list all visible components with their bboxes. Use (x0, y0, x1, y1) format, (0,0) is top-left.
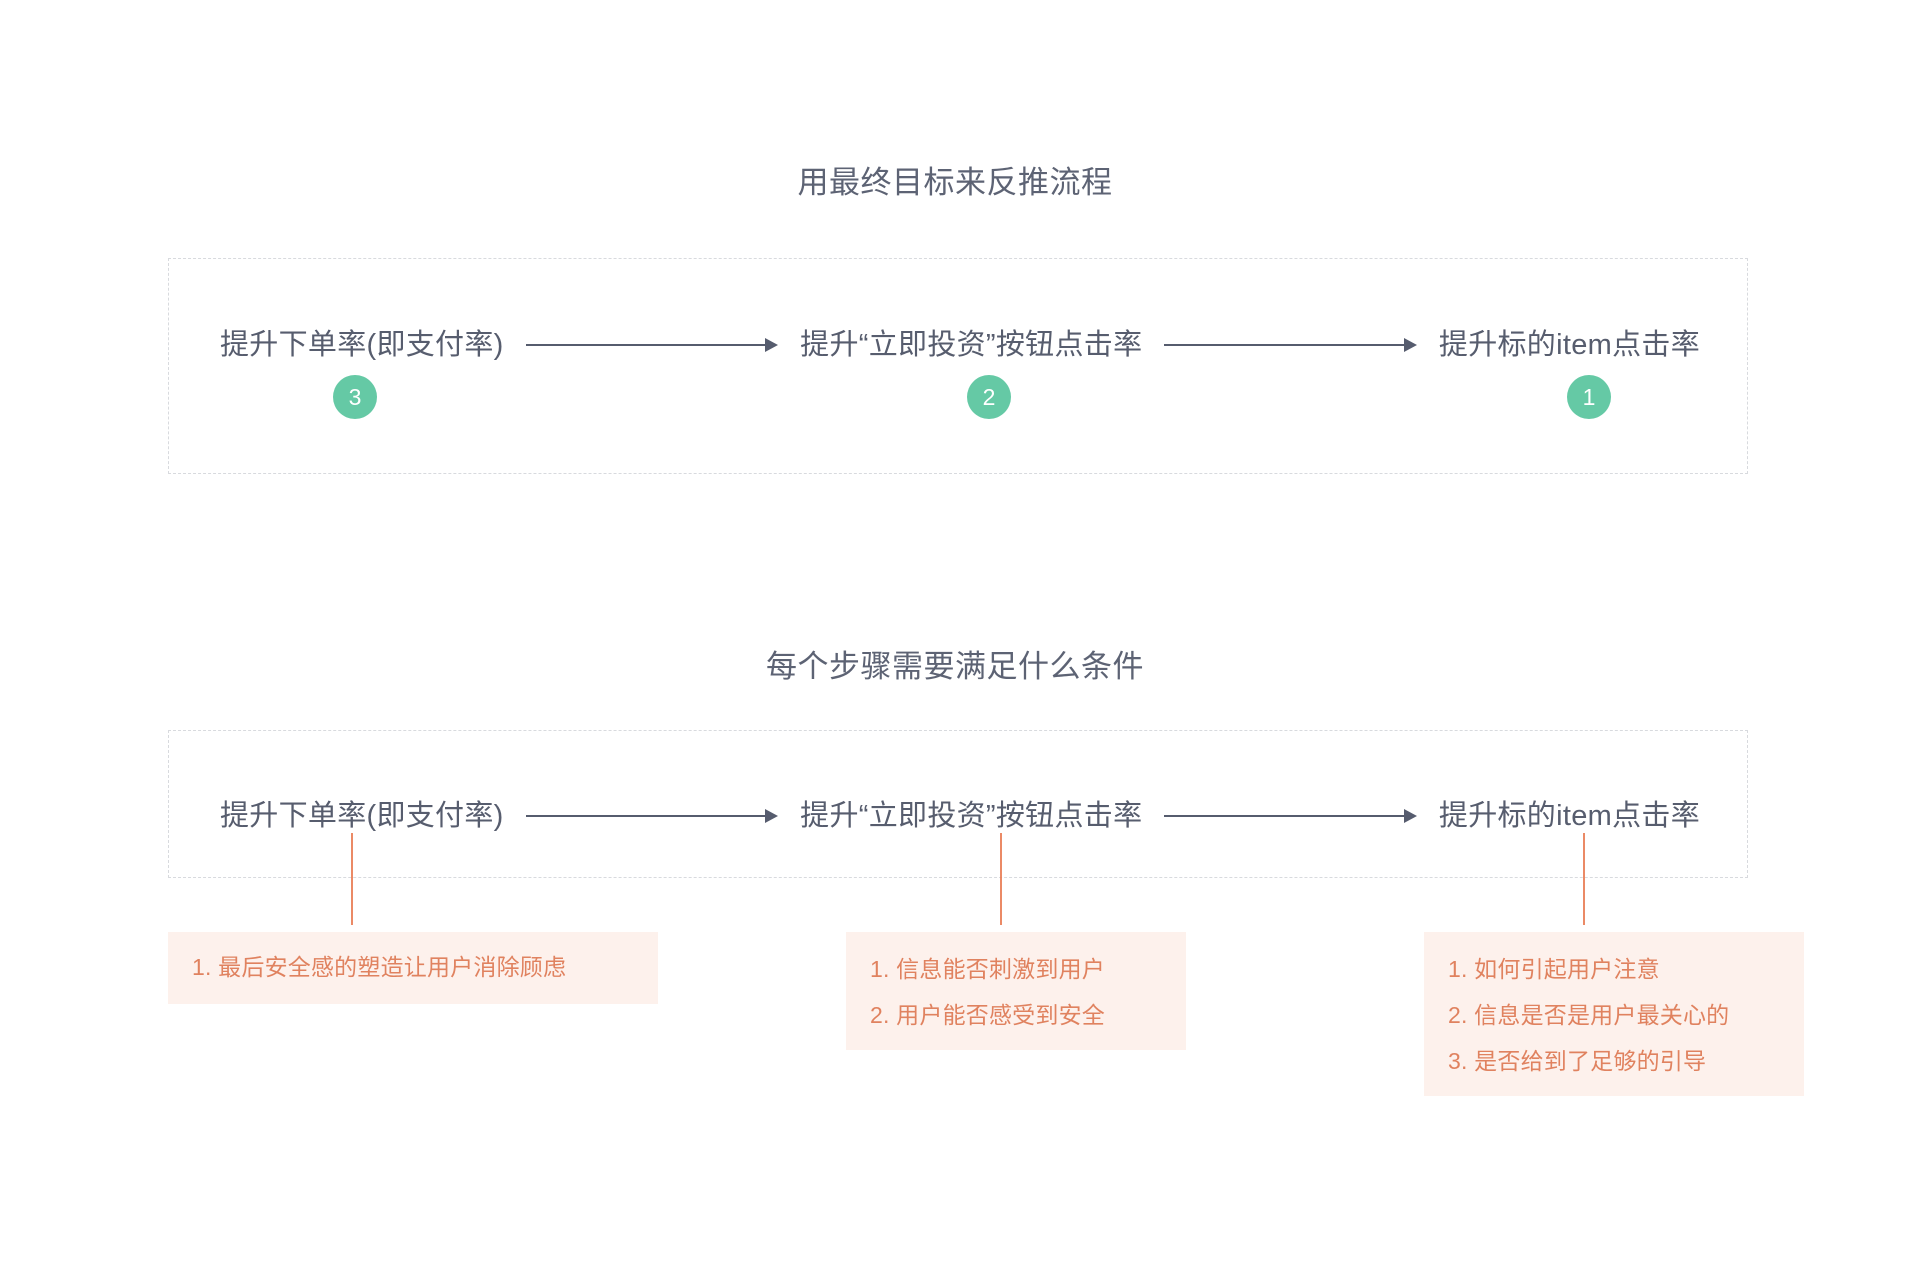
condition-node-label-1: 提升下单率(即支付率) (220, 799, 504, 832)
flow-node-label-3: 提升标的item点击率 (1438, 328, 1700, 361)
connector-line-2 (1000, 833, 1002, 925)
arrow-shaft (1164, 344, 1406, 346)
note-line: 1. 如何引起用户注意 (1448, 956, 1660, 982)
connector-line-3 (1583, 833, 1585, 925)
note-line: 2. 用户能否感受到安全 (870, 1002, 1105, 1028)
note-box-1: 1. 最后安全感的塑造让用户消除顾虑 (168, 932, 658, 1004)
connector-line-1 (351, 833, 353, 925)
arrow-head (765, 809, 779, 823)
flow-row-bottom: 提升下单率(即支付率) 提升“立即投资”按钮点击率 提升标的item点击率 (220, 796, 1700, 836)
note-line: 2. 信息是否是用户最关心的 (1448, 1002, 1730, 1028)
arrow-head (1403, 338, 1417, 352)
arrow-right-icon-3 (525, 809, 779, 823)
flow-row-top: 提升下单率(即支付率) 提升“立即投资”按钮点击率 提升标的item点击率 (220, 325, 1700, 365)
section-title-conditions: 每个步骤需要满足什么条件 (766, 649, 1144, 684)
note-box-2: 1. 信息能否刺激到用户 2. 用户能否感受到安全 (846, 932, 1186, 1050)
condition-node-label-3: 提升标的item点击率 (1438, 799, 1700, 832)
section-title-goal-flow: 用最终目标来反推流程 (797, 165, 1113, 200)
flow-container-top (168, 258, 1748, 474)
note-line: 1. 最后安全感的塑造让用户消除顾虑 (192, 954, 567, 980)
flow-container-bottom (168, 730, 1748, 878)
arrow-right-icon-4 (1164, 809, 1417, 823)
step-badge-1: 1 (1567, 375, 1611, 419)
condition-node-label-2: 提升“立即投资”按钮点击率 (800, 799, 1143, 832)
arrow-right-icon-1 (525, 338, 779, 352)
arrow-head (1403, 809, 1417, 823)
arrow-shaft (525, 815, 768, 817)
step-badge-2: 2 (967, 375, 1011, 419)
arrow-right-icon-2 (1164, 338, 1417, 352)
note-line: 1. 信息能否刺激到用户 (870, 956, 1105, 982)
arrow-shaft (1164, 815, 1406, 817)
arrow-head (765, 338, 779, 352)
arrow-shaft (525, 344, 768, 346)
note-line: 3. 是否给到了足够的引导 (1448, 1048, 1707, 1074)
flow-node-label-1: 提升下单率(即支付率) (220, 328, 504, 361)
flow-node-label-2: 提升“立即投资”按钮点击率 (800, 328, 1143, 361)
step-badge-3: 3 (333, 375, 377, 419)
note-box-3: 1. 如何引起用户注意 2. 信息是否是用户最关心的 3. 是否给到了足够的引导 (1424, 932, 1804, 1096)
